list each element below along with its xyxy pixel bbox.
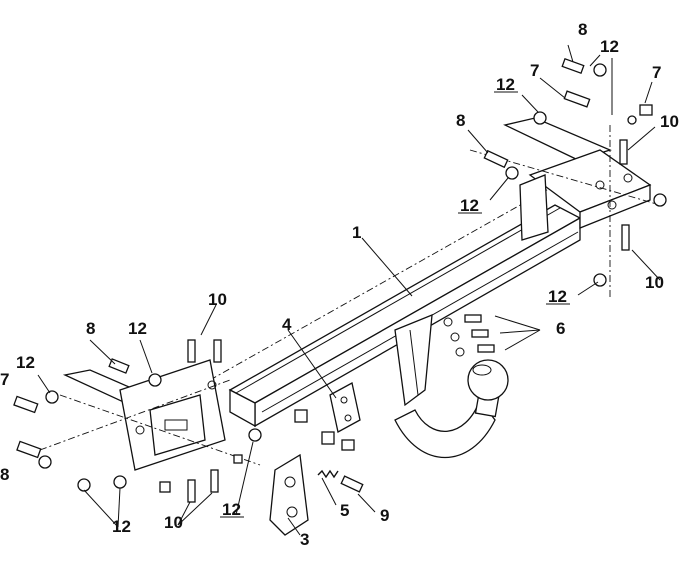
callout-12-upper: 12 [496, 75, 515, 94]
callout-8-right: 8 [456, 111, 465, 130]
socket-plate [329, 382, 361, 433]
left-fasteners [13, 339, 262, 503]
callout-10-right-bottom: 10 [645, 273, 664, 292]
callout-12-left: 12 [16, 353, 35, 372]
spring-and-bolt [317, 469, 364, 493]
electric-plate [269, 453, 309, 536]
callout-5: 5 [340, 501, 349, 520]
callout-12-right-mid: 12 [460, 196, 479, 215]
callout-6: 6 [556, 319, 565, 338]
callout-8-left: 8 [0, 465, 9, 484]
callout-9: 9 [380, 506, 389, 525]
top-right-fasteners [483, 57, 667, 287]
callout-12-bottom-left: 12 [112, 517, 131, 536]
left-mount-bracket [39, 359, 261, 471]
callout-10-right-top: 10 [660, 112, 679, 131]
callout-12-right-low: 12 [548, 287, 567, 306]
bolt-set-6 [294, 314, 495, 451]
callout-7-right: 7 [652, 63, 661, 82]
callout-underlines [220, 91, 570, 518]
callout-3: 3 [300, 530, 309, 549]
callout-8-mid: 8 [86, 319, 95, 338]
callout-labels: 1 3 4 5 6 7 7 7 8 8 8 8 9 10 10 10 10 12… [0, 20, 679, 549]
callout-7-top: 7 [530, 61, 539, 80]
callout-7-left: 7 [0, 370, 9, 389]
callout-1: 1 [352, 223, 361, 242]
right-mount-bracket [469, 117, 661, 300]
callout-4: 4 [282, 315, 292, 334]
callout-8-top: 8 [578, 20, 587, 39]
towbar-neck [394, 313, 509, 458]
leader-lines [37, 44, 661, 536]
callout-10-left-top: 10 [208, 290, 227, 309]
callout-12-bottom-mid: 12 [222, 500, 241, 519]
callout-12-top: 12 [600, 37, 619, 56]
callout-10-left-bottom: 10 [164, 513, 183, 532]
callout-12-mid: 12 [128, 319, 147, 338]
